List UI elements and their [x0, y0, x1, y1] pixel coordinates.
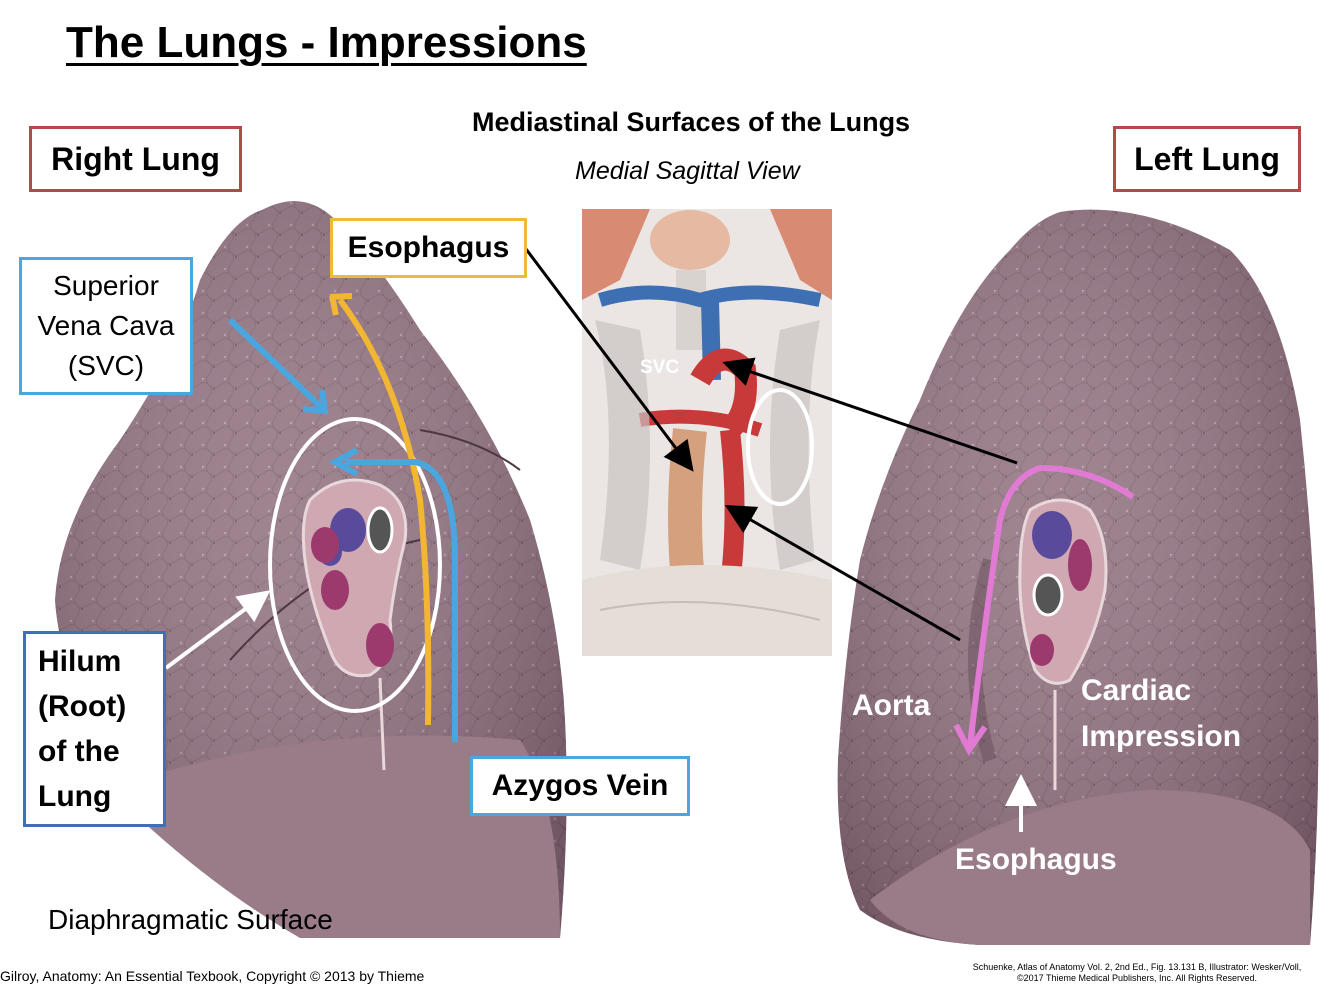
hilum-highlight-ellipse	[268, 417, 442, 713]
cardiac-label-line: Cardiac	[1081, 674, 1192, 707]
page-title: The Lungs - Impressions	[66, 18, 587, 67]
credit-line: Schuenke, Atlas of Anatomy Vol. 2, 2nd E…	[972, 962, 1302, 972]
cardiac-label-line: Impression	[1081, 720, 1242, 753]
esophagus-yellow-arrow	[337, 298, 432, 726]
svc-blue-arrowhead	[302, 389, 329, 415]
aorta-label: Aorta	[852, 689, 931, 722]
left-hilum	[1018, 498, 1108, 790]
aorta-pink-arrowhead	[953, 723, 988, 756]
right-lung-label: Right Lung	[29, 126, 242, 192]
figure-subtitle: Mediastinal Surfaces of the Lungs	[472, 107, 911, 137]
source-credit-left: Gilroy, Anatomy: An Essential Texbook, C…	[0, 968, 425, 984]
aorta-pink-arrow	[967, 464, 1135, 746]
hilum-label-line: (Root)	[38, 690, 127, 723]
left-lung-label: Left Lung	[1113, 126, 1301, 192]
aorta-arch-pointer-arrow	[722, 357, 1018, 465]
hilum-label-box: Hilum (Root) of the Lung	[23, 631, 166, 827]
cardiac-impression-label: Cardiac Impression	[1081, 668, 1241, 760]
hilum-pointer-arrow	[164, 590, 271, 670]
azygos-blue-arrow	[345, 459, 458, 742]
azygos-vein-label-box: Azygos Vein	[470, 756, 690, 816]
source-credit-right: Schuenke, Atlas of Anatomy Vol. 2, 2nd E…	[960, 962, 1314, 984]
diaphragmatic-surface-label: Diaphragmatic Surface	[48, 904, 333, 935]
hilum-label-line: of the	[38, 735, 120, 768]
azygos-blue-arrowhead	[328, 447, 359, 477]
svc-label-line: Vena Cava	[37, 310, 175, 341]
svc-label-line: Superior	[53, 270, 159, 301]
credit-line: ©2017 Thieme Medical Publishers, Inc. Al…	[1016, 973, 1258, 983]
mediastinum-illustration	[582, 209, 832, 656]
esophagus-label-box: Esophagus	[330, 218, 527, 278]
descending-aorta-pointer-arrow	[724, 505, 961, 642]
esophagus-impression-label: Esophagus	[955, 843, 1117, 876]
view-label: Medial Sagittal View	[575, 157, 800, 185]
svc-blue-arrow	[227, 317, 325, 411]
hilum-label-line: Hilum	[38, 645, 122, 678]
center-hilum-highlight-ellipse	[746, 388, 814, 506]
esophagus-pointer-arrow	[524, 248, 694, 472]
right-hilum	[301, 478, 408, 771]
hilum-label-line: Lung	[38, 780, 112, 813]
svc-label-box: Superior Vena Cava (SVC)	[19, 257, 193, 395]
svc-label-line: (SVC)	[67, 350, 145, 381]
svc-inline-label: SVC	[640, 357, 680, 378]
esophagus-yellow-arrowhead	[329, 293, 353, 316]
